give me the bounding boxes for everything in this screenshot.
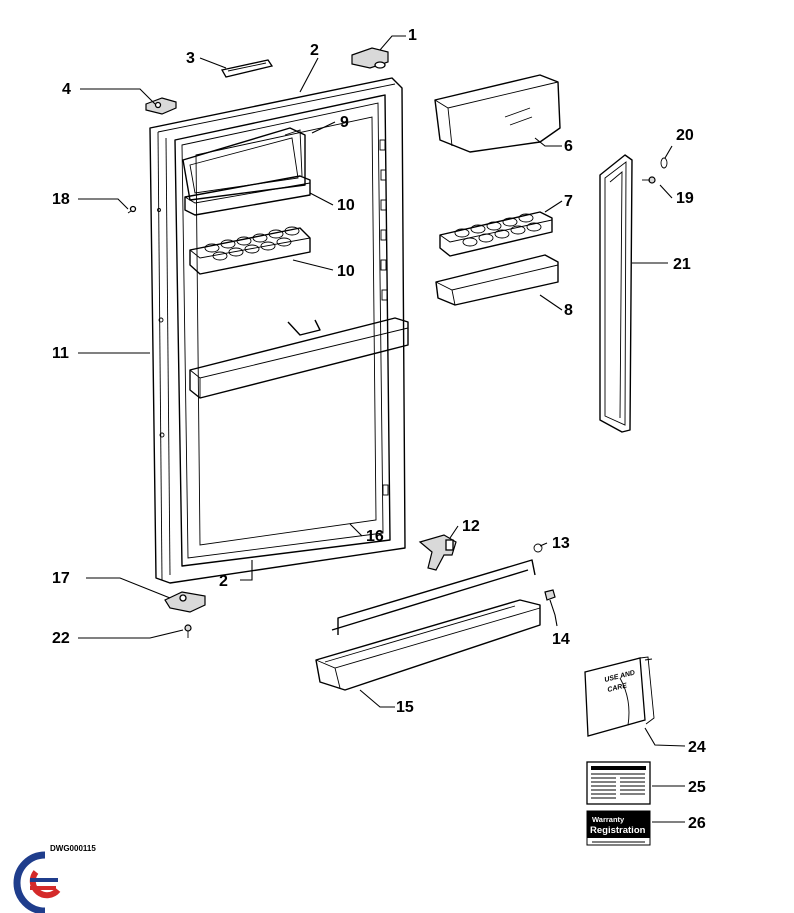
door-liner bbox=[174, 94, 391, 567]
door-gasket bbox=[195, 116, 377, 546]
liner-rail-bumps bbox=[379, 139, 389, 496]
screw-22 bbox=[184, 624, 192, 638]
warranty-line1: Warranty bbox=[592, 815, 625, 824]
hinge-cover-1 bbox=[351, 47, 389, 69]
label-21: 21 bbox=[673, 256, 691, 273]
door-shelf-10-upper bbox=[184, 175, 311, 216]
door-assembly bbox=[149, 77, 406, 584]
door-egg-shelf-10-lower bbox=[189, 226, 311, 275]
door-shelf-8 bbox=[435, 254, 559, 306]
label-3: 3 bbox=[186, 50, 195, 67]
part-labels: 1 2 3 4 6 7 8 9 10 10 11 12 13 14 15 16 … bbox=[52, 27, 706, 832]
label-19: 19 bbox=[676, 190, 694, 207]
label-2-bottom: 2 bbox=[219, 573, 228, 590]
dairy-door-6 bbox=[434, 74, 561, 153]
label-14: 14 bbox=[552, 631, 570, 648]
door-outer-panel bbox=[149, 77, 406, 584]
label-1: 1 bbox=[408, 27, 417, 44]
gasket-21 bbox=[599, 154, 633, 433]
label-10-lower: 10 bbox=[337, 263, 355, 280]
leader-lines bbox=[78, 35, 686, 823]
label-6: 6 bbox=[564, 138, 573, 155]
label-17: 17 bbox=[52, 570, 70, 587]
label-20: 20 bbox=[676, 127, 694, 144]
screw-19 bbox=[642, 176, 656, 184]
label-7: 7 bbox=[564, 193, 573, 210]
top-hinge-4 bbox=[145, 97, 177, 115]
label-26: 26 bbox=[688, 815, 706, 832]
use-and-care-manual-24: USE AND CARE bbox=[584, 656, 655, 737]
label-24: 24 bbox=[688, 739, 706, 756]
cap-14 bbox=[544, 589, 556, 601]
dairy-compartment-9 bbox=[182, 127, 306, 201]
warranty-card-26: Warranty Registration bbox=[586, 810, 651, 846]
washer-20 bbox=[660, 157, 668, 169]
label-25: 25 bbox=[688, 779, 706, 796]
label-4: 4 bbox=[62, 81, 71, 98]
egg-tray-7 bbox=[439, 211, 553, 257]
label-10-upper: 10 bbox=[337, 197, 355, 214]
instruction-sheet-25 bbox=[586, 761, 651, 805]
label-15: 15 bbox=[396, 699, 414, 716]
warranty-line2: Registration bbox=[590, 825, 646, 836]
door-large-shelf bbox=[189, 317, 409, 399]
label-22: 22 bbox=[52, 630, 70, 647]
drawing-code: DWG000115 bbox=[50, 844, 96, 853]
label-12: 12 bbox=[462, 518, 480, 535]
brand-logo bbox=[13, 851, 61, 913]
manual-title-line2: CARE bbox=[607, 682, 628, 694]
bottom-hinge-17 bbox=[164, 591, 206, 613]
screw-18 bbox=[127, 205, 137, 214]
clip-12 bbox=[418, 534, 457, 571]
door-bin-15 bbox=[315, 599, 541, 691]
label-13: 13 bbox=[552, 535, 570, 552]
label-2-top: 2 bbox=[310, 42, 319, 59]
wire-rail-13 bbox=[331, 543, 543, 635]
label-8: 8 bbox=[564, 302, 573, 319]
label-16: 16 bbox=[366, 528, 384, 545]
label-9: 9 bbox=[340, 114, 349, 131]
nameplate-3 bbox=[220, 59, 274, 78]
label-18: 18 bbox=[52, 191, 70, 208]
label-11: 11 bbox=[52, 345, 69, 362]
